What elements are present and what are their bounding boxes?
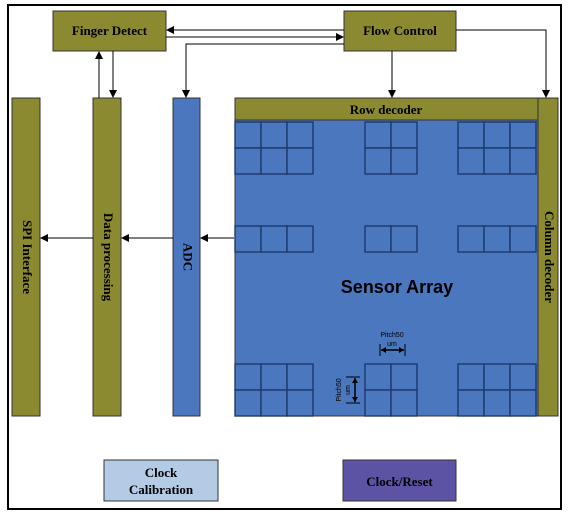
sensor-cell — [364, 363, 392, 391]
sensor-cell — [457, 363, 485, 391]
pitch-horizontal-unit: um — [387, 341, 397, 348]
pitch-vertical-label: Pitch50 — [336, 378, 343, 401]
pitch-horizontal-annotation: Pitch50 um — [379, 332, 406, 356]
sensor-cell — [390, 121, 418, 149]
sensor-cell — [234, 147, 262, 175]
sensor-cell — [457, 225, 485, 253]
outer-frame — [7, 4, 562, 510]
sensor-cell — [509, 363, 537, 391]
clock-reset-label: Clock/Reset — [366, 474, 433, 489]
sensor-cell — [390, 363, 418, 391]
sensor-cell — [509, 389, 537, 417]
sensor-cell — [234, 225, 262, 253]
sensor-cell — [286, 363, 314, 391]
sensor-cell — [509, 147, 537, 175]
column-decoder-block: Column decoder — [537, 97, 559, 417]
sensor-cell — [483, 121, 511, 149]
sensor-cell — [286, 121, 314, 149]
clock-calibration-label-line1: Clock — [145, 465, 178, 480]
sensor-cell — [457, 121, 485, 149]
sensor-cell — [483, 225, 511, 253]
column-decoder-label: Column decoder — [542, 211, 557, 303]
sensor-cell — [390, 389, 418, 417]
sensor-cell — [390, 147, 418, 175]
sensor-cell — [509, 121, 537, 149]
sensor-cell — [483, 147, 511, 175]
row-decoder-block: Row decoder — [234, 97, 539, 121]
finger-detect-block: Finger Detect — [52, 10, 167, 52]
sensor-cell — [364, 225, 392, 253]
arrow-flow-to-column-decoder — [456, 29, 550, 98]
clock-calibration-label-line2: Calibration — [129, 482, 194, 497]
sensor-cell — [286, 389, 314, 417]
sensor-array-block: Sensor Array — [234, 119, 539, 417]
sensor-cell — [260, 363, 288, 391]
adc-label: ADC — [181, 243, 196, 271]
clock-calibration-block: Clock Calibration — [103, 459, 219, 502]
sensor-cell — [260, 121, 288, 149]
sensor-cell — [364, 389, 392, 417]
finger-detect-label: Finger Detect — [72, 23, 148, 38]
data-processing-label: Data processing — [101, 213, 116, 302]
sensor-cell — [483, 389, 511, 417]
adc-block: ADC — [172, 97, 201, 417]
sensor-cell — [364, 147, 392, 175]
sensor-cell — [509, 225, 537, 253]
pitch-vertical-unit: um — [345, 385, 352, 395]
sensor-cell — [260, 147, 288, 175]
arrow-flow-to-adc — [182, 43, 344, 98]
sensor-cell — [260, 389, 288, 417]
sensor-cell — [390, 225, 418, 253]
sensor-cell — [483, 363, 511, 391]
data-processing-block: Data processing — [92, 97, 122, 417]
sensor-cell — [286, 147, 314, 175]
spi-interface-label: SPI Interface — [20, 220, 35, 294]
sensor-cell — [234, 363, 262, 391]
clock-reset-block: Clock/Reset — [342, 459, 457, 502]
sensor-cell — [286, 225, 314, 253]
sensor-cell — [234, 121, 262, 149]
sensor-cell — [457, 147, 485, 175]
sensor-cell — [260, 225, 288, 253]
sensor-cell — [234, 389, 262, 417]
sensor-array-label: Sensor Array — [341, 277, 453, 297]
sensor-cell — [364, 121, 392, 149]
flow-control-label: Flow Control — [363, 23, 437, 38]
spi-interface-block: SPI Interface — [11, 97, 41, 417]
sensor-cell — [457, 389, 485, 417]
pitch-horizontal-label: Pitch50 — [380, 332, 403, 339]
connector-arrows — [40, 26, 550, 242]
row-decoder-label: Row decoder — [350, 102, 423, 117]
pitch-vertical-annotation: Pitch50 um — [336, 376, 360, 404]
sensor-cell-grid — [234, 121, 537, 417]
flow-control-block: Flow Control — [343, 10, 457, 52]
